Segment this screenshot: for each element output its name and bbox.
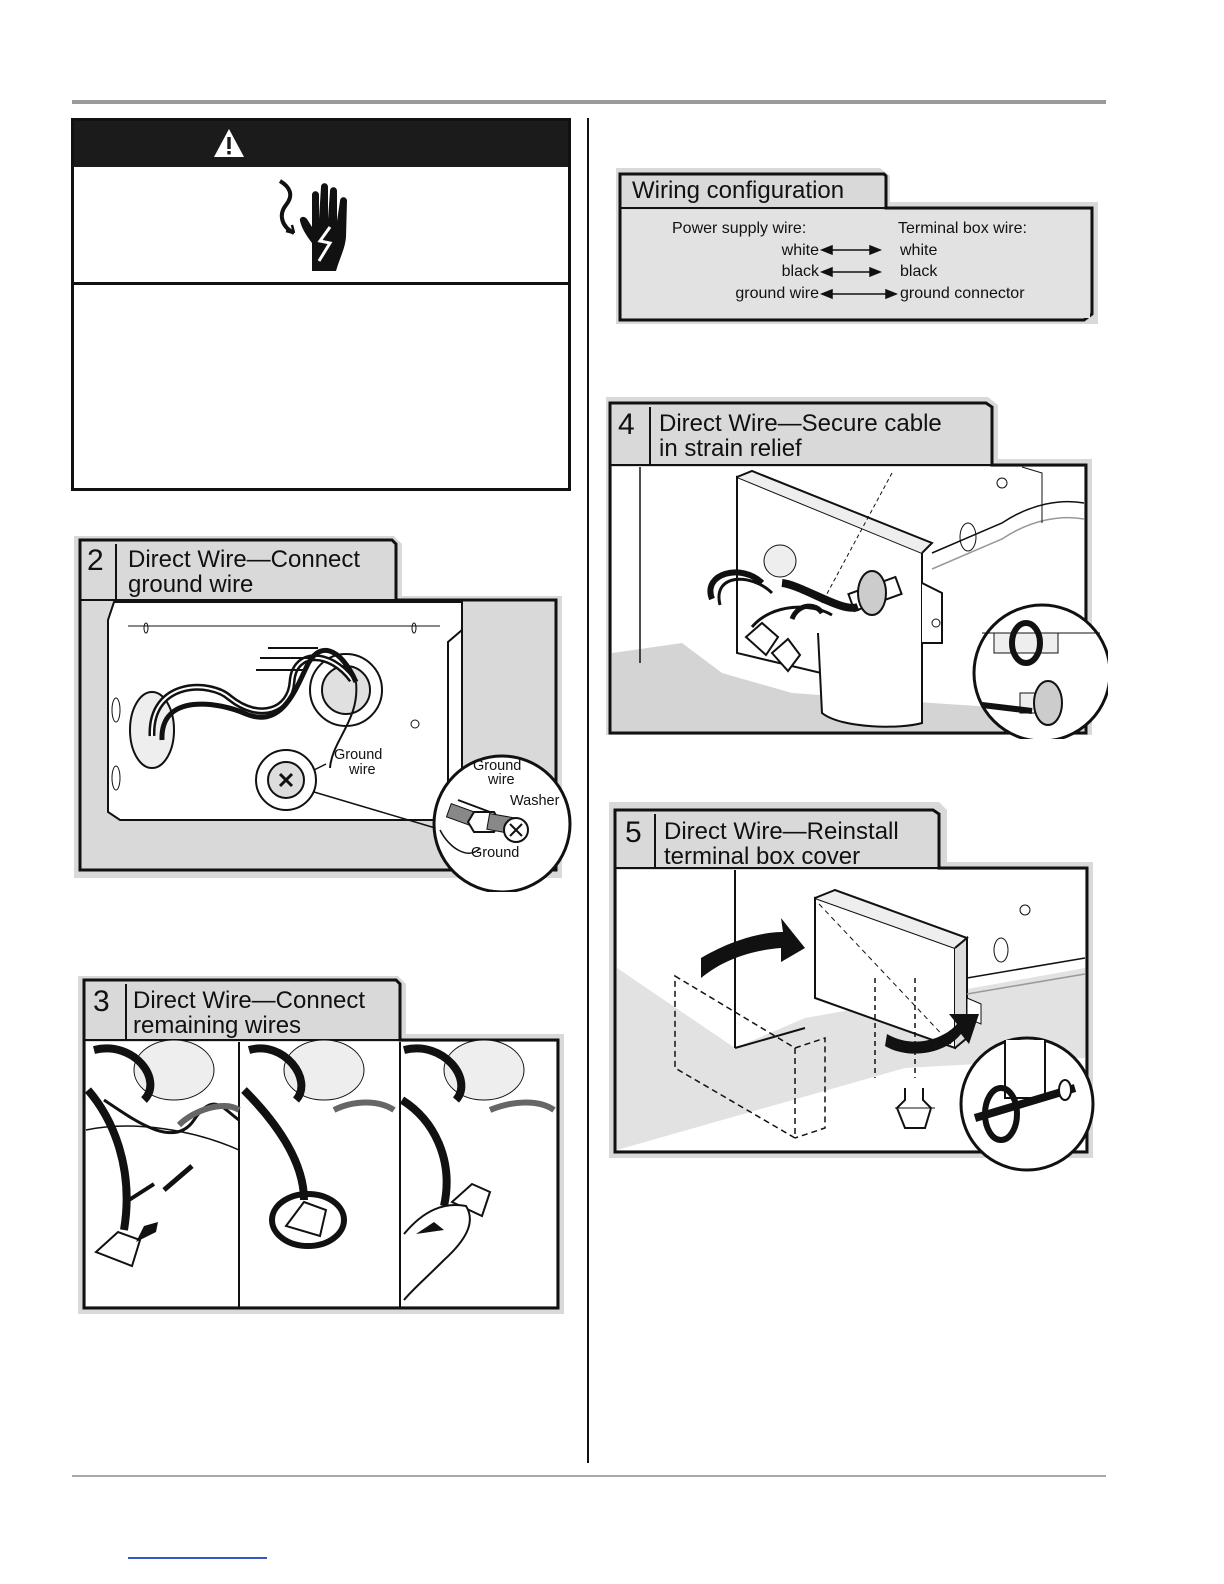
column-divider [587, 118, 589, 1463]
warning-header [74, 121, 568, 167]
figure-3-illustration [78, 976, 564, 1314]
figure-2-title-line1: Direct Wire—Connect [128, 546, 361, 573]
terminal-box-header: Terminal box wire: [898, 220, 1027, 237]
figure-4-illustration [606, 397, 1108, 739]
figure-5-panel: 5 Direct Wire—Reinstall terminal box cov… [605, 798, 1101, 1172]
top-rule [72, 100, 1106, 104]
warning-triangle-icon [214, 129, 244, 157]
ground-wire-label: Ground [334, 747, 383, 763]
figure-3-panel: 3 Direct Wire—Connect remaining wires [74, 970, 568, 1318]
figure-2-panel: 2 Direct Wire—Connect ground wire Ground… [70, 530, 578, 892]
figure-3-number: 3 [93, 985, 110, 1018]
figure-4-title-line2: in strain relief [659, 435, 802, 462]
figure-2-number: 2 [87, 544, 104, 577]
row-1-right: white [900, 242, 938, 259]
power-supply-header: Power supply wire: [672, 220, 807, 237]
figure-4-number: 4 [618, 408, 635, 441]
wiring-config-title: Wiring configuration [632, 177, 845, 204]
electric-shock-hand-icon [278, 179, 347, 271]
figure-3-title-line1: Direct Wire—Connect [133, 987, 366, 1014]
inset-ground-label: Ground [471, 845, 520, 861]
figure-3-title-line2: remaining wires [133, 1012, 302, 1039]
figure-2-title-line2: ground wire [128, 571, 254, 598]
bottom-rule [72, 1475, 1106, 1477]
warning-box [71, 118, 571, 491]
wiring-configuration-panel: Wiring configuration Power supply wire: … [612, 164, 1104, 328]
figure-5-title-line1: Direct Wire—Reinstall [664, 818, 899, 845]
ground-wire-label-2: wire [349, 762, 376, 778]
warning-divider [74, 282, 568, 285]
figure-4-panel: 4 Direct Wire—Secure cable in strain rel… [602, 393, 1108, 739]
row-1-left: white [781, 242, 819, 259]
row-2-left: black [781, 263, 819, 280]
row-2-right: black [900, 263, 938, 280]
inset-ground-wire-label: Ground [473, 758, 522, 774]
figure-5-title-line2: terminal box cover [664, 843, 861, 870]
inset-ground-wire-label-2: wire [488, 772, 515, 788]
row-3-left: ground wire [735, 285, 819, 302]
wiring-configuration-frame [616, 168, 1098, 324]
row-3-right: ground connector [900, 285, 1025, 302]
figure-5-number: 5 [625, 816, 642, 849]
footer-link-underline[interactable] [128, 1557, 267, 1559]
inset-washer-label: Washer [510, 793, 560, 809]
figure-5-illustration [609, 802, 1095, 1172]
figure-2-illustration [74, 536, 572, 892]
figure-4-title-line1: Direct Wire—Secure cable [659, 410, 942, 437]
